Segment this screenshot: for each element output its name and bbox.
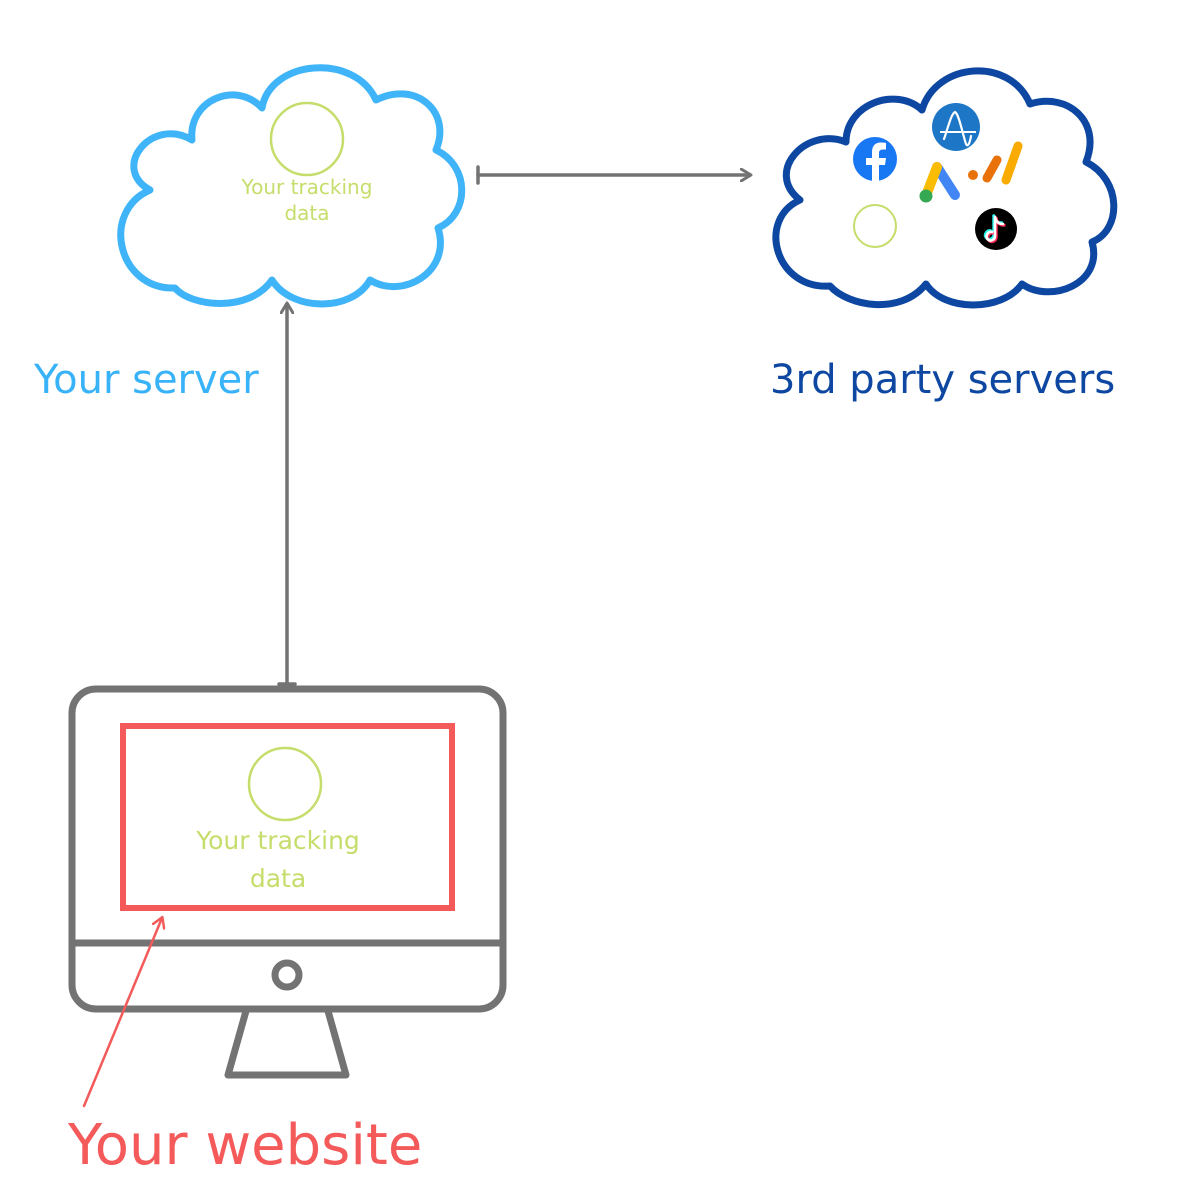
facebook-icon <box>853 137 897 181</box>
website-frame <box>120 723 455 911</box>
google-analytics-icon <box>968 141 1023 185</box>
server-to-third-party-arrow <box>476 165 750 185</box>
server-cloud-icon <box>117 64 466 308</box>
server-caption: Your server <box>34 357 259 403</box>
website-caption: Your website <box>68 1113 423 1178</box>
amplitude-icon <box>932 103 980 151</box>
third-party-caption: 3rd party servers <box>770 357 1116 403</box>
website-tracking-line2: data <box>249 863 307 893</box>
website-to-server-arrow <box>277 304 297 686</box>
website-tracking-circle <box>247 746 323 822</box>
third-party-cloud-icon <box>772 67 1118 309</box>
server-tracking-label: Your tracking data <box>217 174 397 226</box>
server-tracking-line2: data <box>284 201 330 225</box>
website-tracking-label: Your tracking data <box>168 822 388 897</box>
server-tracking-circle <box>269 101 345 177</box>
server-tracking-line1: Your tracking <box>241 175 373 199</box>
website-tracking-line1: Your tracking <box>196 826 360 855</box>
monitor-icon <box>68 685 507 1079</box>
tiktok-icon <box>975 208 1017 250</box>
third-party-tracking-circle <box>853 204 897 248</box>
website-pointer-arrow <box>82 918 162 1108</box>
google-ads-icon <box>919 162 960 203</box>
